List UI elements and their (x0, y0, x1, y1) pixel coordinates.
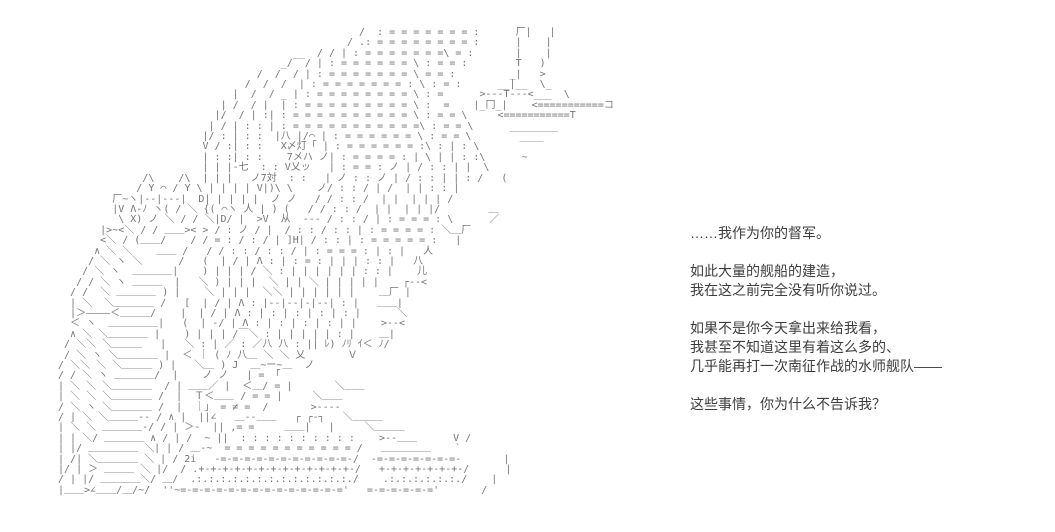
dialogue-paragraph: 这些事情，你为什么不告诉我？ (690, 395, 1010, 414)
dialogue-line: 如果不是你今天拿出来给我看， (690, 320, 886, 336)
dialogue-line: 我在这之前完全没有听你说过。 (690, 282, 886, 298)
dialogue: ……我作为你的督军。如此大量的舰船的建造，我在这之前完全没有听你说过。如果不是你… (690, 224, 1010, 414)
dialogue-paragraph: 如果不是你今天拿出来给我看， 我甚至不知道这里有着这么多的、几乎能再打一次南征作战… (690, 319, 1010, 376)
dialogue-line: 几乎能再打一次南征作战的水师舰队—— (690, 358, 942, 374)
dialogue-line: 如此大量的舰船的建造， (690, 263, 844, 279)
dialogue-line: ……我作为你的督军。 (690, 225, 830, 241)
dialogue-paragraph: 如此大量的舰船的建造， 我在这之前完全没有听你说过。 (690, 262, 1010, 300)
dialogue-line: 我甚至不知道这里有着这么多的、 (690, 339, 900, 355)
ascii-art: / : = = = = = = = : 厂| | / .: = = = = = … (58, 27, 614, 496)
dialogue-paragraph: ……我作为你的督军。 (690, 224, 1010, 243)
dialogue-line: 这些事情，你为什么不告诉我？ (690, 396, 886, 412)
